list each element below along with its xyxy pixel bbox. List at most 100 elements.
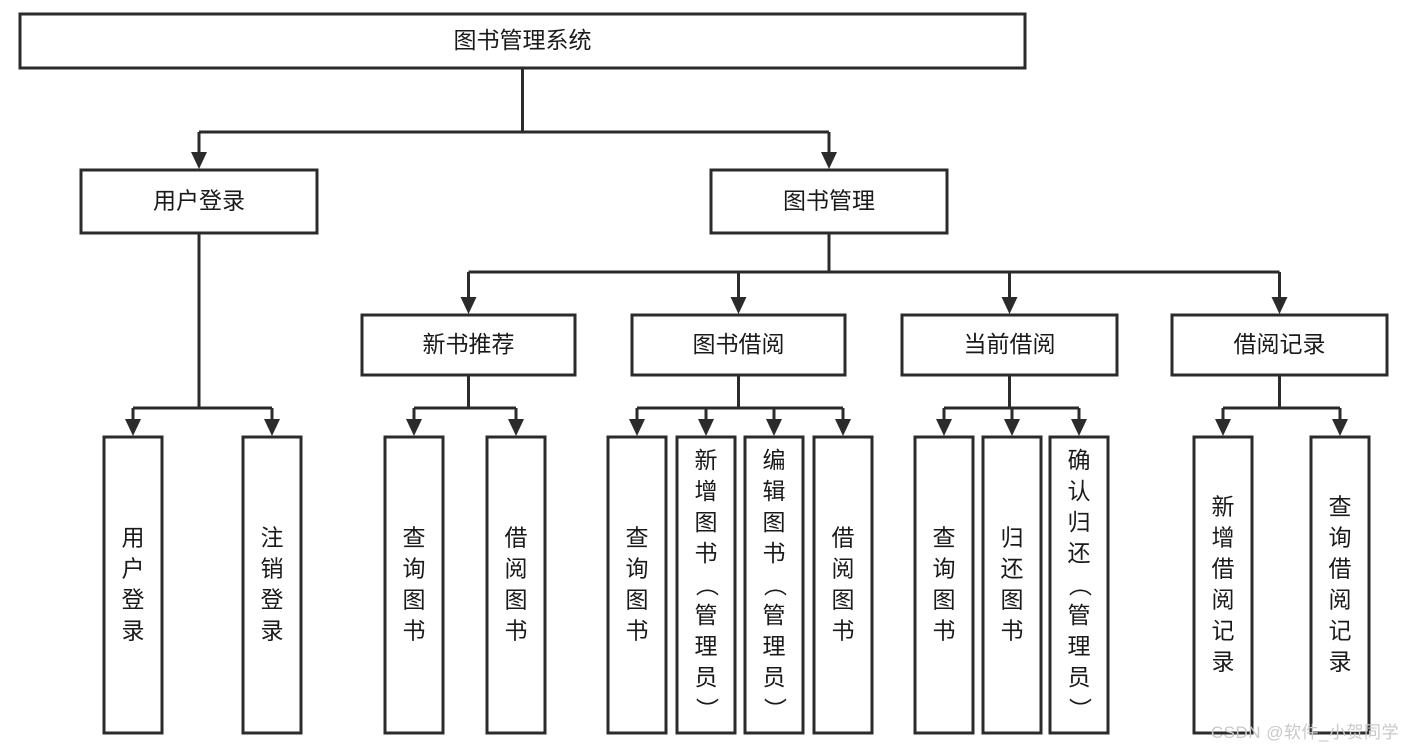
leaf-label-char: 员: [1068, 664, 1091, 690]
leaf-label-char: 阅: [1329, 587, 1352, 613]
leaf-label-char: 归: [1068, 509, 1091, 535]
arrow-icon: [1071, 419, 1087, 436]
leaf-label-char: 查: [626, 525, 649, 551]
leaf-label-char: 管: [695, 602, 718, 628]
node-box[interactable]: [900, 313, 1119, 377]
node-box[interactable]: [485, 435, 547, 735]
leaf-label-char: 借: [1329, 556, 1352, 582]
leaf-label-char: 还: [1068, 540, 1091, 566]
node-label: 用户登录: [153, 188, 245, 214]
arrow-icon: [191, 152, 207, 169]
leaf-label-char: 认: [1068, 478, 1091, 504]
leaf-label-char: 书: [626, 618, 649, 644]
leaf-label-char: 图: [1001, 587, 1024, 613]
node-label: 当前借阅: [964, 331, 1056, 357]
leaf-label-char: 记: [1212, 618, 1235, 644]
node-box[interactable]: [981, 435, 1043, 735]
arrow-icon: [936, 419, 952, 436]
node-label: 图书借阅: [693, 331, 785, 357]
leaf-label-char: 员: [695, 664, 718, 690]
leaf-label-char: 查: [933, 525, 956, 551]
node-root[interactable]: 图书管理系统: [18, 12, 1027, 70]
node-box[interactable]: [1170, 313, 1389, 377]
csdn-watermark: CSDN @软件_小贺同学: [1210, 723, 1399, 742]
connector-group: [629, 375, 851, 436]
node-box[interactable]: [79, 168, 319, 235]
node-box[interactable]: [1048, 435, 1110, 735]
leaf-label-char: 询: [1329, 525, 1352, 551]
node-box[interactable]: [812, 435, 874, 735]
connector-group: [936, 375, 1087, 436]
node-box[interactable]: [675, 435, 737, 735]
node-borrow-record[interactable]: 借阅记录: [1170, 313, 1389, 377]
leaf-label-char: 理: [1068, 633, 1091, 659]
connector-layer: [125, 68, 1348, 436]
leaf-label-char: 图: [695, 509, 718, 535]
connector-group: [191, 68, 837, 169]
node-current-borrow[interactable]: 当前借阅: [900, 313, 1119, 377]
node-box[interactable]: [102, 435, 164, 735]
leaf-label-char: 图: [763, 509, 786, 535]
arrow-icon: [1001, 297, 1018, 314]
leaf-label-char: 图: [626, 587, 649, 613]
node-box[interactable]: [913, 435, 975, 735]
leaf-label-char: 还: [1001, 556, 1024, 582]
leaf-label-char: 查: [1329, 494, 1352, 520]
arrow-icon: [264, 419, 280, 436]
node-box[interactable]: [383, 435, 445, 735]
leaf-label-char: 询: [403, 556, 426, 582]
node-box[interactable]: [241, 435, 303, 735]
node-box[interactable]: [709, 168, 949, 235]
leaf-label-char: 增: [695, 478, 718, 504]
leaf-label-char: 登: [261, 587, 284, 613]
leaf-label-char: 录: [1329, 649, 1352, 675]
leaf-label-char: 阅: [1212, 587, 1235, 613]
leaf-label-char: 管: [1068, 602, 1091, 628]
leaf-label-char: 书: [695, 540, 718, 566]
leaf-label-char: 辑: [763, 478, 786, 504]
node-box[interactable]: [606, 435, 668, 735]
node-box[interactable]: [630, 313, 847, 377]
node-user-login[interactable]: 用户登录: [79, 168, 319, 235]
connector-group: [406, 375, 524, 436]
leaf-label-char: （: [762, 574, 788, 597]
node-new-book-rec[interactable]: 新书推荐: [360, 313, 577, 377]
node-box[interactable]: [360, 313, 577, 377]
node-book-mgmt[interactable]: 图书管理: [709, 168, 949, 235]
leaf-label-char: 注: [261, 525, 284, 551]
node-box[interactable]: [1192, 435, 1254, 735]
leaf-label-char: 员: [763, 664, 786, 690]
arrow-icon: [1332, 419, 1348, 436]
node-box[interactable]: [1309, 435, 1371, 735]
leaf-label-char: 图: [505, 587, 528, 613]
node-book-borrow[interactable]: 图书借阅: [630, 313, 847, 377]
arrow-icon: [766, 419, 782, 436]
node-label: 图书管理: [783, 188, 875, 214]
arrow-icon: [460, 297, 477, 314]
arrow-icon: [1215, 419, 1231, 436]
node-box[interactable]: [743, 435, 805, 735]
node-layer: 图书管理系统用户登录图书管理新书推荐图书借阅当前借阅借阅记录用户登录注销登录查询…: [18, 12, 1389, 735]
leaf-label-char: ）: [1067, 698, 1093, 721]
connector-group: [460, 233, 1288, 314]
node-box[interactable]: [18, 12, 1027, 70]
leaf-label-char: 查: [403, 525, 426, 551]
leaf-label-char: 图: [403, 587, 426, 613]
node-leaf-user-login[interactable]: 用户登录: [102, 435, 164, 735]
arrow-icon: [730, 297, 747, 314]
leaf-label-char: 新: [695, 447, 718, 473]
leaf-label-char: 户: [122, 556, 145, 582]
